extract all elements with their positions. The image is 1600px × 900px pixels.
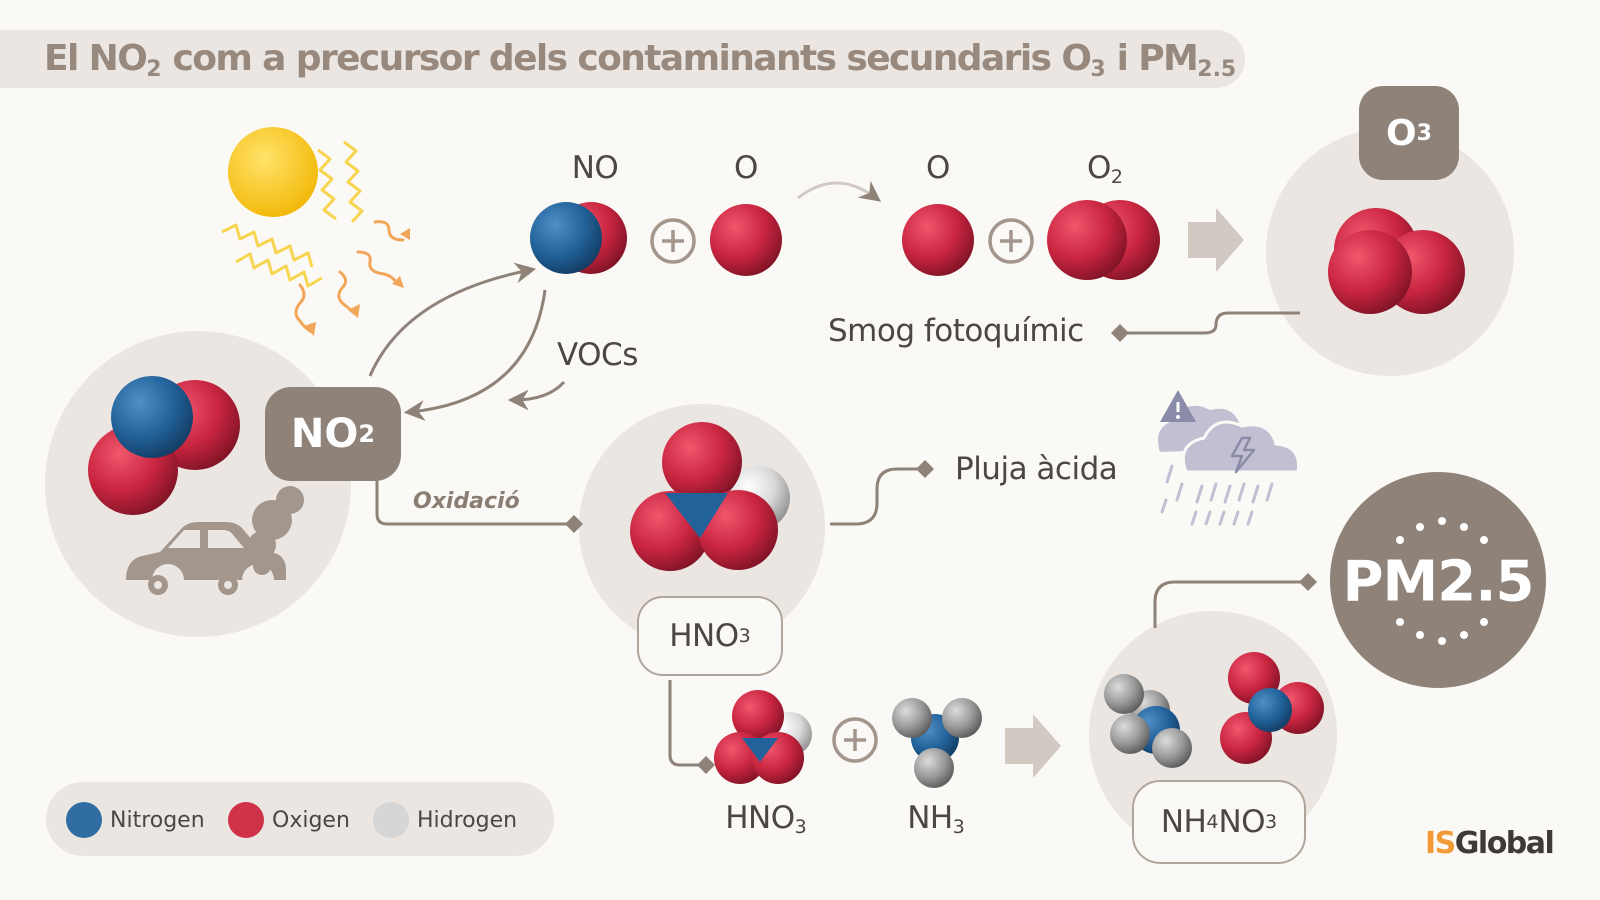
arrow-oxidacio: [375, 474, 583, 533]
o-atom-2: [902, 204, 974, 276]
oxygen-swatch: [228, 802, 264, 838]
no-label: NO: [571, 150, 619, 186]
storm-cloud-icon: [1158, 390, 1301, 526]
page-title: El NO2 com a precursor dels contaminants…: [44, 38, 1237, 82]
isglobal-logo: ISGlobal: [1425, 826, 1555, 861]
o-label-2: O: [926, 150, 950, 186]
arrow-vocs: [507, 380, 566, 411]
no2-molecule: [88, 376, 240, 515]
nh3-molecule: [892, 698, 982, 788]
hno3-small-molecule: [714, 690, 812, 784]
arrow-to-pm25: [1153, 573, 1317, 628]
nh4-molecule: [1104, 674, 1192, 768]
pm25-circle: [1330, 472, 1546, 688]
arrow-hno3-down: [668, 680, 715, 774]
legend-item-oxygen: Oxigen: [228, 802, 350, 838]
legend-item-hydrogen: Hidrogen: [373, 802, 517, 838]
arrow-no-to-no2: [403, 289, 547, 421]
arrow-to-nh4no3: [1005, 714, 1061, 778]
sun-icon: [221, 127, 410, 336]
smog-label: Smog fotoquímic: [828, 313, 1084, 349]
particle-dots: [1396, 517, 1488, 645]
vocs-label: VOCs: [557, 337, 638, 373]
curved-arrow: [797, 180, 882, 202]
o3-molecule: [1328, 208, 1465, 314]
o-label-1: O: [734, 150, 758, 186]
legend-item-nitrogen: Nitrogen: [66, 802, 205, 838]
hydrogen-swatch: [373, 802, 409, 838]
oxidacio-label: Oxidació: [413, 489, 520, 514]
legend: Nitrogen Oxigen Hidrogen: [46, 782, 554, 856]
hno3-label: HNO3: [725, 800, 807, 838]
no-molecule: [530, 202, 627, 274]
nitrogen-swatch: [66, 802, 102, 838]
o2-label: O2: [1087, 150, 1123, 188]
pm25-label: PM2.5: [1342, 549, 1535, 615]
arrow-smog: [1111, 311, 1300, 342]
no3-molecule: [1220, 652, 1324, 764]
pluja-label: Pluja àcida: [955, 451, 1118, 487]
plus-icon: [650, 218, 696, 264]
arrow-pluja: [830, 460, 934, 526]
title-bar: [0, 30, 1245, 88]
arrow-to-o3: [1188, 208, 1244, 272]
o2-molecule: [1047, 200, 1160, 280]
plus-icon: [832, 717, 878, 763]
arrow-no2-to-no: [368, 262, 537, 377]
nh3-label: NH3: [907, 800, 965, 838]
car-icon: [126, 486, 304, 595]
plus-icon: [988, 218, 1034, 264]
o-atom-1: [710, 204, 782, 276]
hno3-molecule: [630, 422, 790, 571]
